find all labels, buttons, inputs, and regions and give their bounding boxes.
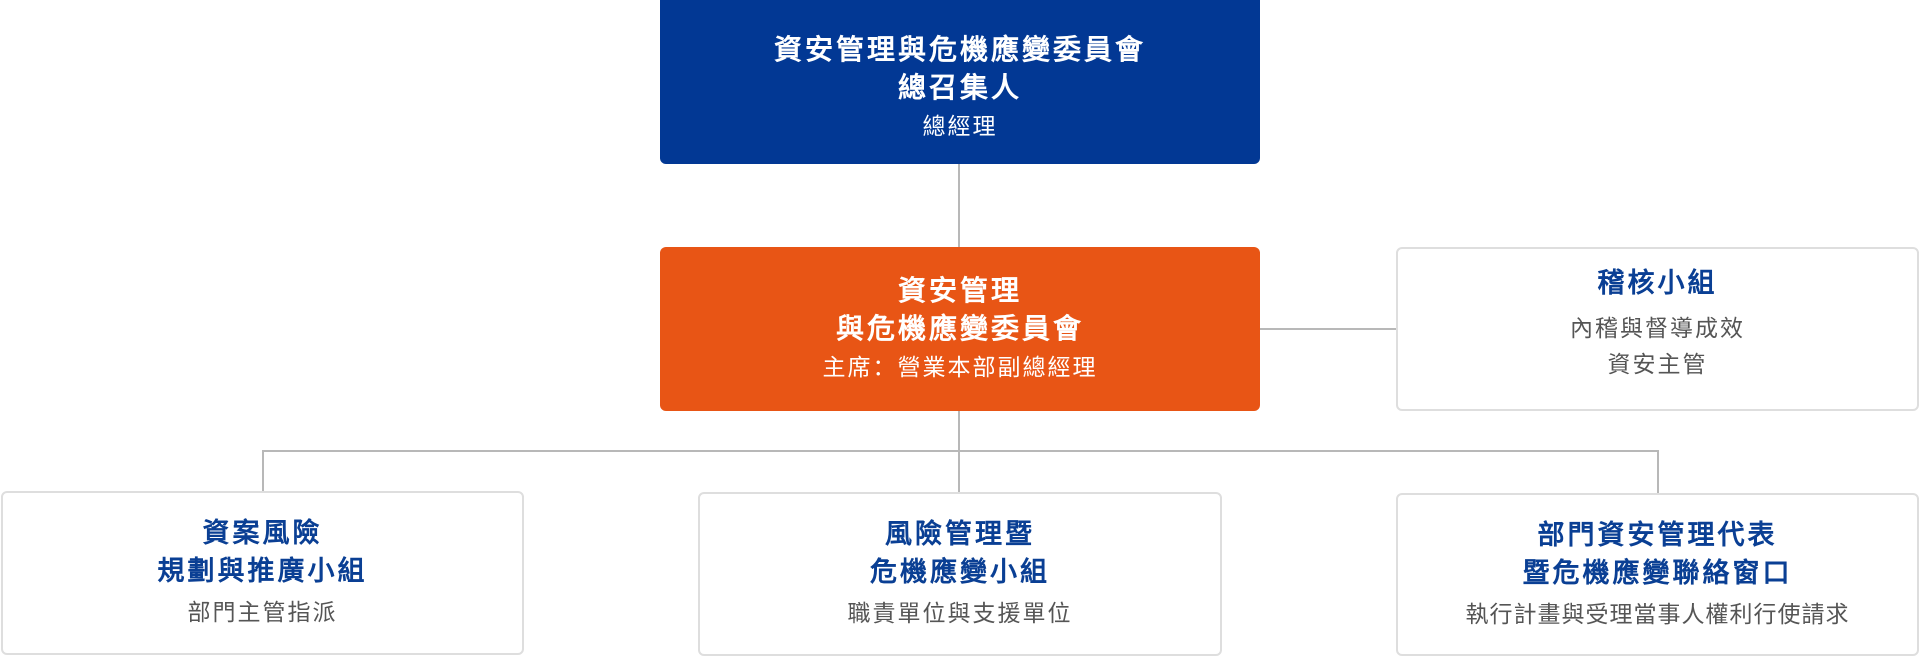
node-audit-group: 稽核小組 內稽與督導成效 資安主管: [1396, 247, 1919, 411]
node-title: 危機應變小組: [870, 557, 1050, 588]
node-title: 與危機應變委員會: [835, 312, 1084, 345]
connector-committee-down: [958, 411, 960, 493]
connector-top-to-committee: [958, 164, 960, 251]
node-title: 稽核小組: [1597, 268, 1718, 299]
node-subtitle: 部門主管指派: [187, 600, 338, 626]
connector-to-group-1: [262, 450, 264, 492]
node-title: 資案風險: [202, 518, 323, 549]
node-group-risk-crisis: 風險管理暨 危機應變小組 職責單位與支援單位: [698, 492, 1222, 656]
node-committee: 資安管理 與危機應變委員會 主席：營業本部副總經理: [660, 247, 1260, 411]
node-title: 部門資安管理代表: [1537, 519, 1778, 551]
connector-to-group-3: [1657, 450, 1659, 494]
node-subtitle: 內稽與督導成效: [1570, 316, 1745, 342]
node-title: 總召集人: [897, 71, 1022, 104]
node-subtitle: 資安主管: [1607, 352, 1708, 378]
node-subtitle: 職責單位與支援單位: [847, 601, 1073, 627]
node-title: 暨危機應變聯絡窗口: [1522, 557, 1793, 589]
node-general-convener: 資安管理與危機應變委員會 總召集人 總經理: [660, 0, 1260, 164]
node-title: 風險管理暨: [885, 519, 1035, 550]
connector-horizontal-bus: [262, 450, 1659, 452]
node-title: 資安管理與危機應變委員會: [773, 33, 1146, 66]
node-title: 資安管理: [897, 274, 1022, 307]
node-subtitle: 主席：營業本部副總經理: [822, 355, 1098, 381]
node-title: 規劃與推廣小組: [157, 556, 368, 587]
node-subtitle: 總經理: [922, 114, 998, 140]
connector-committee-to-audit: [1260, 328, 1396, 330]
node-group-department-reps: 部門資安管理代表 暨危機應變聯絡窗口 執行計畫與受理當事人權利行使請求: [1396, 493, 1919, 656]
node-group-risk-planning: 資案風險 規劃與推廣小組 部門主管指派: [1, 491, 524, 655]
node-subtitle: 執行計畫與受理當事人權利行使請求: [1465, 601, 1850, 628]
